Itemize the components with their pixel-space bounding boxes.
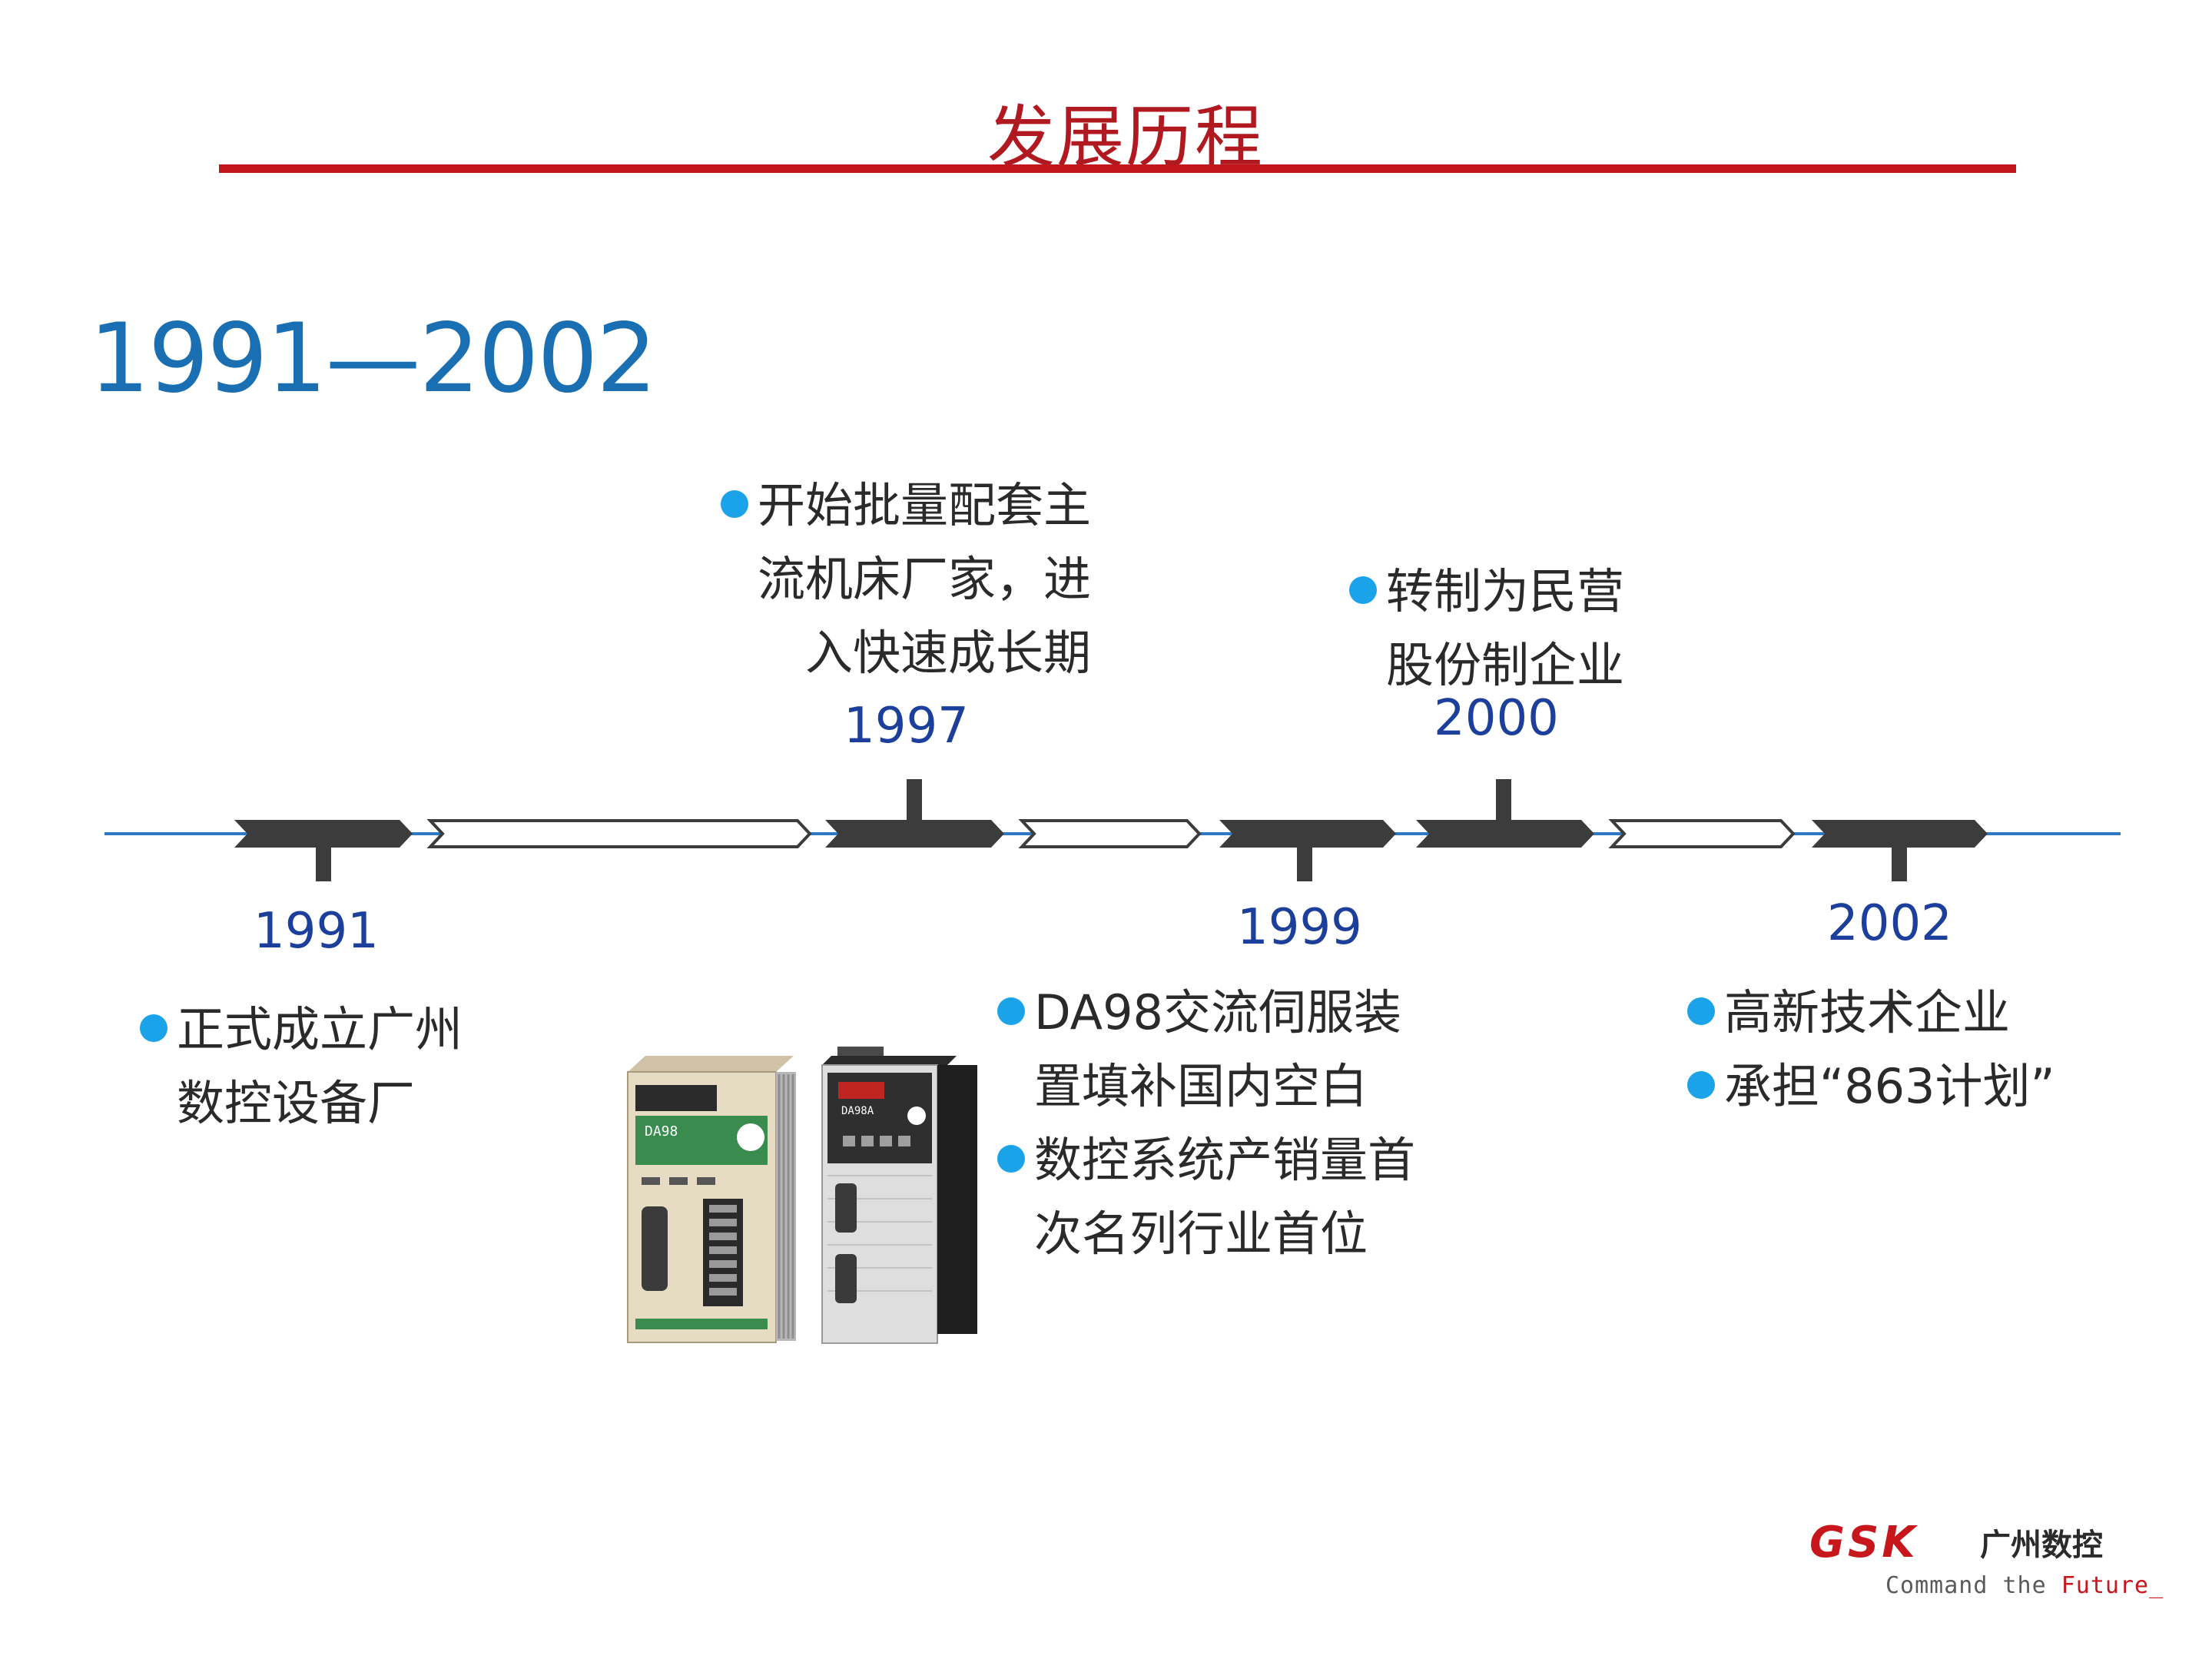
title-divider xyxy=(219,164,2016,173)
svg-text:广州数控: 广州数控 xyxy=(1980,1528,2103,1563)
event-1999-line-2: 置填补国内空白 xyxy=(1034,1058,1368,1114)
tick-1997 xyxy=(907,799,922,834)
event-1991-line-2: 数控设备厂 xyxy=(177,1075,416,1131)
year-label-2002: 2002 xyxy=(1827,895,1952,952)
event-2002-line-1: 高新技术企业 xyxy=(1687,976,2055,1050)
gsk-logo: GSK 广州数控 xyxy=(1809,1520,2103,1566)
timeline-gap-3 xyxy=(1608,819,1796,848)
tick-2000 xyxy=(1496,799,1511,834)
servo-drive-silver: DA98A xyxy=(821,1047,977,1344)
timeline-gap-1 xyxy=(426,819,812,848)
event-2002-line-2: 承担“863计划” xyxy=(1687,1050,2055,1123)
event-1997-line-3: 入快速成长期 xyxy=(804,625,1091,681)
logo-tagline: Command the Future_ xyxy=(1885,1572,2164,1599)
event-1991-line-1: 正式成立广州 xyxy=(140,993,463,1067)
tick-2002 xyxy=(1892,834,1907,881)
bullet-icon xyxy=(1349,576,1377,604)
timeline xyxy=(104,799,2121,881)
bullet-icon xyxy=(720,489,748,518)
tick-1997-top xyxy=(907,779,922,802)
event-1999-line-3: 数控系统产销量首 xyxy=(997,1123,1415,1197)
event-1997-line-2: 流机床厂家，进 xyxy=(757,551,1091,607)
year-label-1991: 1991 xyxy=(254,903,379,960)
event-1997: 开始批量配套主 流机床厂家，进 入快速成长期 xyxy=(691,469,1091,690)
servo-drive-product-image: DA98 DA98A xyxy=(627,1047,977,1344)
tick-2000-top xyxy=(1496,779,1511,802)
svg-text:DA98: DA98 xyxy=(645,1123,678,1140)
event-2000: 转制为民营 股份制企业 xyxy=(1349,555,1624,702)
bullet-icon xyxy=(997,1144,1025,1173)
event-1999-line-4: 次名列行业首位 xyxy=(1034,1206,1368,1262)
tick-1999 xyxy=(1297,834,1312,881)
event-2000-line-1: 转制为民营 xyxy=(1349,555,1624,629)
servo-drive-beige: DA98 xyxy=(627,1056,796,1343)
event-2002: 高新技术企业 承担“863计划” xyxy=(1687,976,2055,1123)
svg-text:DA98A: DA98A xyxy=(841,1105,874,1117)
year-label-1999: 1999 xyxy=(1237,899,1362,956)
year-label-1997: 1997 xyxy=(844,698,969,755)
event-1999-line-1: DA98交流伺服装 xyxy=(997,976,1415,1050)
event-2000-line-2: 股份制企业 xyxy=(1386,637,1625,693)
event-1997-line-1: 开始批量配套主 xyxy=(691,469,1091,542)
bullet-icon xyxy=(1687,1070,1715,1099)
bullet-icon xyxy=(997,997,1025,1025)
svg-text:GSK: GSK xyxy=(1809,1520,1919,1566)
event-1991: 正式成立广州 数控设备厂 xyxy=(140,993,463,1140)
bullet-icon xyxy=(1687,997,1715,1025)
period-heading: 1991—2002 xyxy=(89,304,657,414)
page-title: 发展历程 xyxy=(987,98,1264,177)
year-label-2000: 2000 xyxy=(1434,690,1559,747)
event-1999: DA98交流伺服装 置填补国内空白 数控系统产销量首 次名列行业首位 xyxy=(997,976,1415,1271)
tick-1991 xyxy=(316,834,331,881)
bullet-icon xyxy=(140,1014,167,1042)
timeline-gap-2 xyxy=(1018,819,1202,848)
